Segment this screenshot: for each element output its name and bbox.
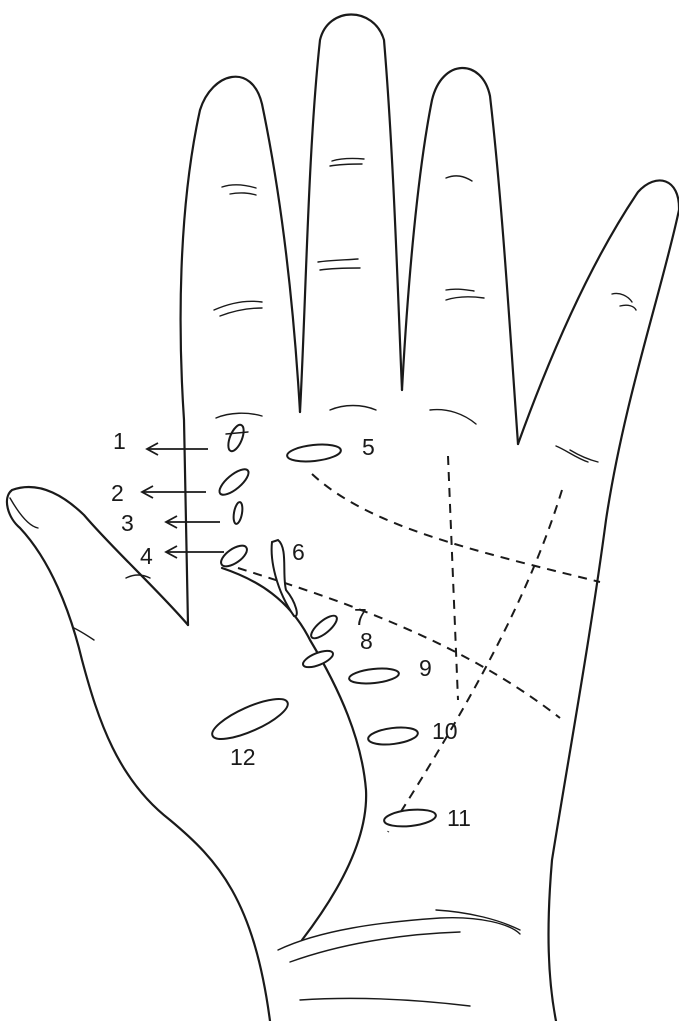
sun-line-dashed [388,490,562,832]
label-9: 9 [419,655,432,681]
outline-ring-finger [300,15,402,413]
label-11: 11 [447,805,471,831]
arrow-1 [147,443,208,455]
mark-4 [218,542,251,571]
arrow-4 [166,546,224,558]
hand-outline [7,15,679,1021]
label-2: 2 [111,480,124,506]
mark-3 [232,501,244,524]
heart-line-dashed [312,474,600,582]
label-1: 1 [113,428,126,454]
mark-7 [308,612,340,642]
outline-index-finger [518,180,679,1021]
number-labels: 1 2 3 4 5 6 7 8 9 10 11 12 [111,428,471,831]
dashed-lines [238,456,600,832]
mark-1 [225,423,247,453]
mark-9 [348,666,399,685]
arrow-3 [166,516,220,528]
label-12: 12 [230,744,256,770]
mark-8 [301,647,335,670]
label-5: 5 [362,434,375,460]
mark-12 [208,691,293,746]
arrows [142,443,224,558]
label-10: 10 [432,718,458,744]
mark-5 [286,442,341,464]
mark-10 [367,725,419,747]
label-4: 4 [140,543,153,569]
mark-11 [383,807,436,828]
arrow-2 [142,486,206,498]
label-7: 7 [354,604,367,630]
label-6: 6 [292,539,305,565]
label-8: 8 [360,628,373,654]
label-3: 3 [121,510,134,536]
thumb-creases [74,575,150,640]
fate-line-dashed [448,456,458,700]
mark-2 [216,465,253,499]
outline-little-finger [181,77,300,625]
outline-middle-finger [402,68,518,444]
